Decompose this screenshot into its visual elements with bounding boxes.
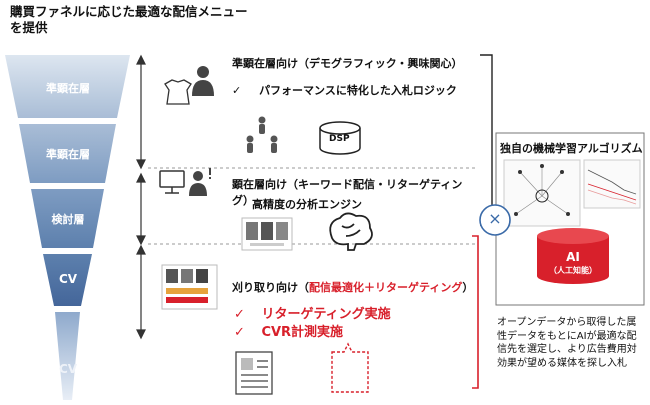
algorithm-description: オープンデータから取得した属性データをもとにAIが最適な配信先を選定し、より広告… (497, 317, 637, 369)
combine-circle (479, 204, 511, 236)
ai-sub-label: （人工知能） (549, 266, 597, 275)
retargeting-banner-icon (161, 264, 218, 310)
funnel-label-2: 準顕在層 (46, 148, 90, 161)
range-arrow-3 (136, 244, 146, 340)
latent-heading: 準顕在層向け（デモグラフィック・興味関心） (232, 57, 463, 70)
ai-label: AI (566, 250, 580, 264)
harvest-item-2: ✓ CVR計測実施 (234, 325, 344, 340)
document-icon (235, 351, 273, 395)
funnel-label-3: 検討層 (51, 213, 85, 226)
dsp-database-icon (319, 121, 361, 155)
bracket-red (472, 235, 479, 389)
page-title: 購買ファネルに応じた最適な配信メニュー を提供 (10, 4, 248, 35)
algorithm-title: 独自の機械学習アルゴリズム (500, 142, 643, 155)
check-mark: ✓ (234, 325, 245, 340)
brain-icon (329, 212, 373, 251)
harvest-heading: 刈り取り向け（配信最適化＋リターゲティング） (232, 281, 474, 294)
dsp-label: DSP (329, 134, 350, 144)
funnel-segment-3 (31, 189, 104, 248)
latent-item: ✓ パフォーマンスに特化した入札ロジック (232, 82, 457, 98)
funnel-segment-2 (19, 124, 116, 183)
funnel-segment-1 (5, 55, 130, 118)
line-chart-icon (583, 159, 641, 209)
check-mark: ✓ (234, 307, 245, 322)
aware-item: 高精度の分析エンジン (252, 198, 362, 211)
chat-bubble-icon (331, 342, 369, 393)
ai-database-icon (537, 228, 609, 284)
person-icon (192, 66, 214, 96)
funnel-label-5: CV (58, 362, 78, 376)
funnel-label-1: 準顕在層 (46, 82, 90, 95)
range-arrow-1 (136, 54, 146, 170)
times-icon: × (488, 209, 502, 228)
check-mark: ✓ (232, 84, 242, 97)
latent-item-label: パフォーマンスに特化した入札ロジック (259, 84, 457, 97)
network-graph-icon (503, 159, 581, 227)
funnel-label-4: CV (58, 272, 78, 286)
funnel-segment-4 (43, 254, 92, 306)
aware-heading: 顕在層向け（キーワード配信・リターゲティン グ） (232, 178, 463, 207)
range-arrow-2 (136, 172, 146, 246)
harvest-item-1: ✓ リターゲティング実施 (234, 307, 391, 322)
funnel-segment-5 (55, 312, 80, 400)
people-group-icon (246, 116, 278, 153)
user-with-alert-icon (189, 168, 211, 196)
dress-icon (164, 79, 192, 105)
computer-icon (159, 170, 185, 194)
bracket-black (480, 54, 493, 226)
product-thumbnail-icon (241, 217, 293, 251)
